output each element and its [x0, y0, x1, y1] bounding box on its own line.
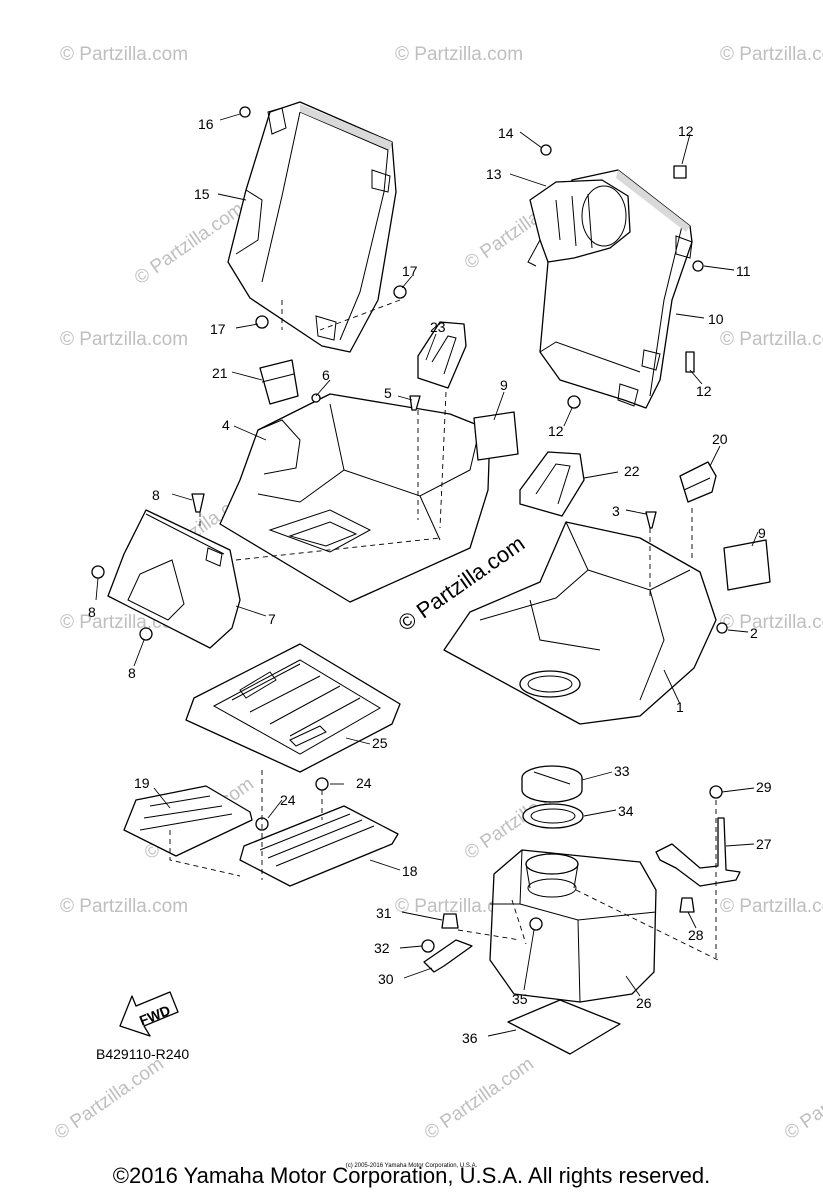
- callout-25: 25: [372, 735, 388, 751]
- callout-24: 24: [280, 792, 296, 808]
- callouts: 16 15 14 13 12 11 10 12 12 17 17 23 21 6…: [88, 116, 772, 1046]
- callout-3: 3: [612, 503, 620, 519]
- copyright-notice: ©2016 Yamaha Motor Corporation, U.S.A. A…: [112, 1163, 711, 1188]
- part-21-clip: [259, 359, 299, 405]
- callout-9: 9: [758, 525, 766, 541]
- part-36-pad: [507, 999, 621, 1055]
- callout-8: 8: [128, 665, 136, 681]
- assembly-lines: [169, 299, 719, 961]
- part-19-left-plate: [123, 785, 253, 857]
- leader-lines: [95, 113, 759, 1037]
- small-copyright: (c) 2005-2016 Yamaha Motor Corporation, …: [345, 1163, 478, 1169]
- watermark: © Partzilla.com: [395, 44, 523, 65]
- part-13-air-duct: [527, 179, 631, 267]
- callout-12: 12: [548, 423, 564, 439]
- part-25-skid-plate: [185, 643, 401, 773]
- part-9-pad: [723, 539, 771, 591]
- callout-35: 35: [512, 991, 528, 1007]
- callout-20: 20: [712, 431, 728, 447]
- watermark: © Partzilla.com: [60, 44, 188, 65]
- watermark: © Partzilla.com: [720, 896, 823, 917]
- callout-28: 28: [688, 927, 704, 943]
- watermark: © Partzilla.com: [421, 1053, 538, 1144]
- callout-18: 18: [402, 863, 418, 879]
- watermark: © Partzilla.com: [60, 896, 188, 917]
- watermark: © Partzilla.com: [60, 329, 188, 350]
- callout-7: 7: [268, 611, 276, 627]
- callout-4: 4: [222, 417, 230, 433]
- callout-15: 15: [194, 186, 210, 202]
- callout-36: 36: [462, 1030, 478, 1046]
- callout-14: 14: [498, 125, 514, 141]
- callout-5: 5: [384, 385, 392, 401]
- part-34-gasket: [522, 803, 584, 829]
- callout-30: 30: [378, 971, 394, 987]
- callout-9: 9: [500, 377, 508, 393]
- callout-8: 8: [88, 604, 96, 620]
- callout-22: 22: [624, 463, 640, 479]
- watermark: © Partzilla.com: [720, 44, 823, 65]
- part-33-cap: [521, 765, 583, 803]
- diagram-code: B429110-R240: [96, 1046, 189, 1062]
- watermark: © Partzilla.com: [395, 896, 523, 917]
- callout-17: 17: [210, 321, 226, 337]
- callout-1: 1: [676, 699, 684, 715]
- part-26-tank: [489, 849, 657, 1003]
- fwd-arrow-icon: FWD: [119, 991, 179, 1037]
- callout-33: 33: [614, 763, 630, 779]
- part-18-right-plate: [239, 805, 399, 887]
- callout-13: 13: [486, 166, 502, 182]
- callout-29: 29: [756, 779, 772, 795]
- callout-24: 24: [356, 775, 372, 791]
- part-1-right-tray: [443, 521, 717, 725]
- watermark: © Partzilla.com: [781, 1053, 823, 1144]
- fasteners: [91, 106, 728, 973]
- part-7-guard-plate: [107, 509, 241, 649]
- part-9-pad: [473, 411, 519, 461]
- callout-27: 27: [756, 836, 772, 852]
- callout-8: 8: [152, 487, 160, 503]
- callout-31: 31: [376, 905, 392, 921]
- callout-17: 17: [402, 263, 418, 279]
- watermark: © Partzilla.com: [51, 1053, 168, 1144]
- watermark: © Partzilla.com: [131, 198, 248, 289]
- callout-12: 12: [678, 123, 694, 139]
- callout-6: 6: [322, 367, 330, 383]
- part-22-handle: [519, 451, 585, 517]
- part-27-bracket: [655, 817, 741, 887]
- callout-11: 11: [736, 263, 751, 279]
- watermark: © Partzilla.com: [720, 612, 823, 633]
- callout-26: 26: [636, 995, 652, 1011]
- callout-2: 2: [750, 625, 758, 641]
- watermark: © Partzilla.com: [720, 329, 823, 350]
- part-20-clip: [679, 461, 717, 503]
- part-4-left-tray: [219, 393, 491, 603]
- part-15-left-panel: [227, 101, 397, 353]
- callout-23: 23: [430, 319, 446, 335]
- callout-10: 10: [708, 311, 724, 327]
- callout-12: 12: [696, 383, 712, 399]
- part-23-handle: [417, 321, 467, 389]
- callout-34: 34: [618, 803, 634, 819]
- callout-19: 19: [134, 775, 150, 791]
- callout-32: 32: [374, 940, 390, 956]
- callout-16: 16: [198, 116, 214, 132]
- callout-21: 21: [212, 365, 228, 381]
